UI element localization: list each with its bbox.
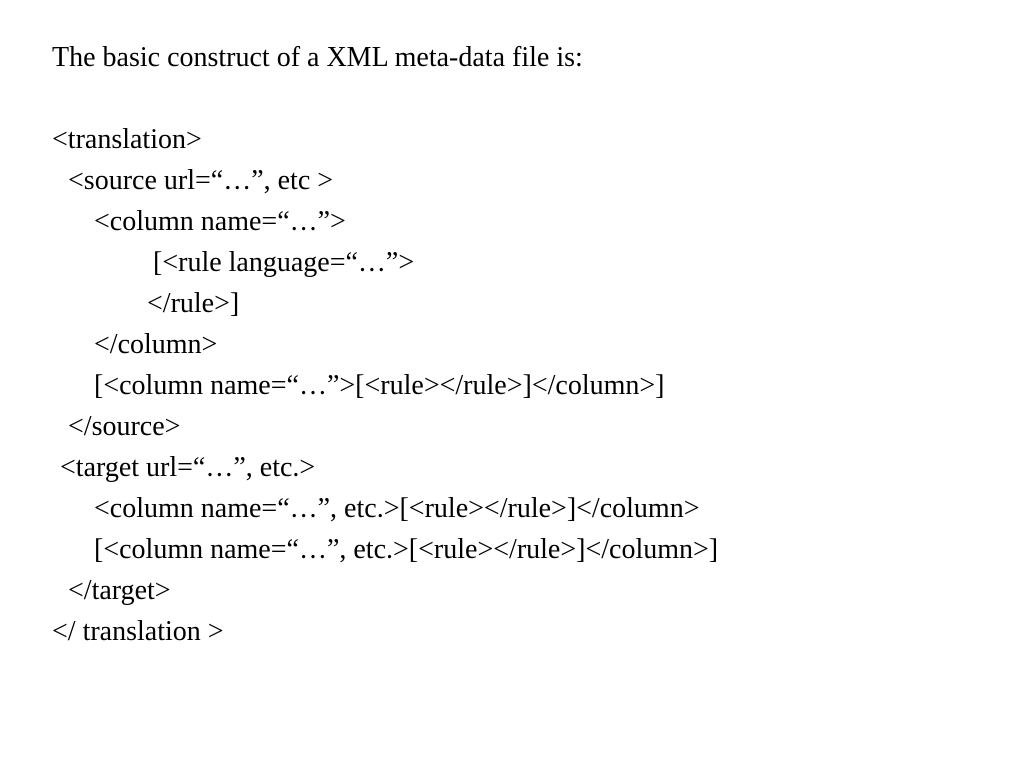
code-line-target-open: <target url=“…”, etc.> <box>60 452 316 483</box>
intro-text: The basic construct of a XML meta-data f… <box>52 42 583 73</box>
code-line-source-close: </source> <box>68 411 181 442</box>
code-line-target-close: </target> <box>68 575 171 606</box>
code-line-column-close: </column> <box>94 329 218 360</box>
code-line-target-optional-column: [<column name=“…”, etc.>[<rule></rule>]<… <box>94 534 719 565</box>
code-line-optional-column: [<column name=“…”>[<rule></rule>]</colum… <box>94 370 665 401</box>
code-line-source-open: <source url=“…”, etc > <box>68 165 334 196</box>
code-line-translation-open: <translation> <box>52 124 202 155</box>
code-line-column-open: <column name=“…”> <box>94 206 346 237</box>
code-line-rule-open: [<rule language=“…”> <box>153 247 415 278</box>
code-line-translation-close: </ translation > <box>52 616 224 647</box>
code-line-target-column: <column name=“…”, etc.>[<rule></rule>]</… <box>94 493 700 524</box>
code-line-rule-close: </rule>] <box>147 288 240 319</box>
